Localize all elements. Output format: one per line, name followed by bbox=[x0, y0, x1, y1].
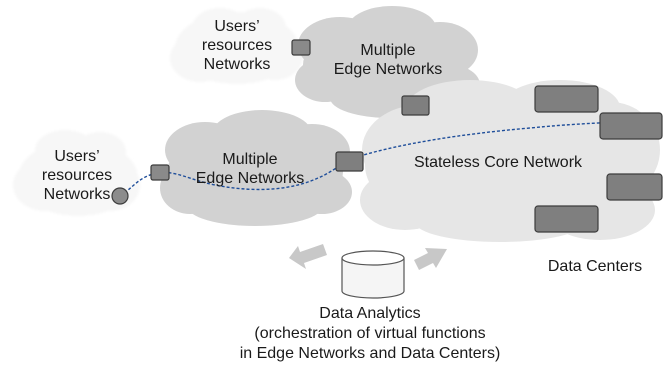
orchestration-arrow-left bbox=[289, 244, 327, 269]
edge-networks-label-middle: Multiple Edge Networks bbox=[195, 151, 305, 187]
edge-gateway-middle bbox=[335, 151, 364, 172]
network-path-line bbox=[119, 121, 619, 196]
orchestration-arrow-right bbox=[414, 248, 447, 270]
core-network-label: Stateless Core Network bbox=[413, 154, 583, 171]
edge-networks-cloud-middle bbox=[160, 110, 352, 226]
edge-node-top-small bbox=[291, 39, 311, 56]
edge-gateway-top bbox=[401, 95, 430, 116]
edge-networks-label-top: Multiple Edge Networks bbox=[333, 42, 443, 78]
users-resources-label-left: Users’ resources Networks bbox=[41, 148, 113, 203]
users-resources-cloud-top bbox=[170, 8, 303, 84]
edge-networks-cloud-top bbox=[295, 6, 480, 118]
data-center-box-3 bbox=[606, 173, 663, 201]
data-center-box-2 bbox=[599, 112, 663, 140]
data-center-box-1 bbox=[534, 85, 599, 113]
data-centers-label: Data Centers bbox=[547, 258, 643, 275]
edge-node-left-small bbox=[150, 164, 170, 181]
data-analytics-label: Data Analytics (orchestration of virtual… bbox=[239, 305, 501, 362]
core-network-cloud bbox=[360, 80, 660, 242]
users-resources-cloud-left bbox=[13, 130, 140, 216]
users-resources-label-top: Users’ resources Networks bbox=[201, 18, 273, 73]
data-center-box-4 bbox=[534, 205, 599, 233]
database-icon bbox=[341, 250, 405, 299]
user-endpoint-circle bbox=[111, 187, 129, 205]
